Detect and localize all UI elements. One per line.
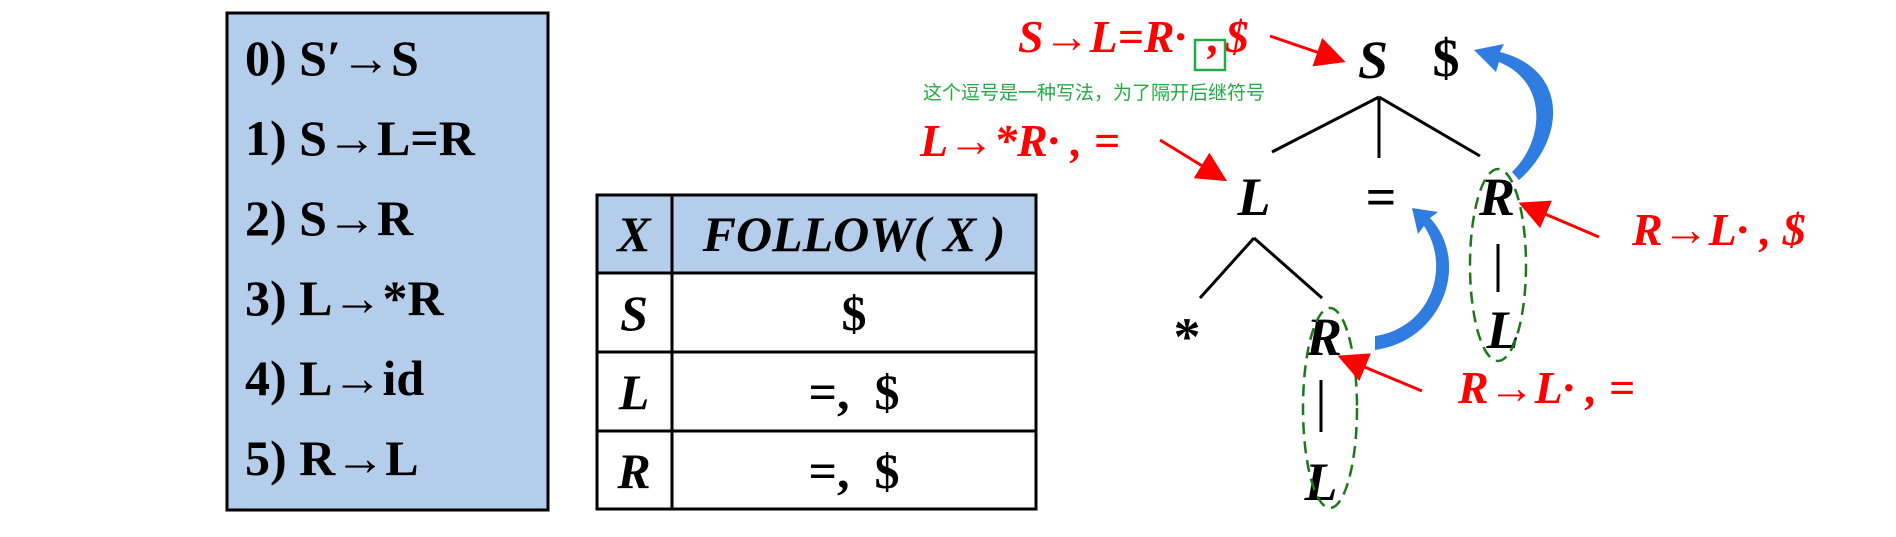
red-arrow-icon [1518, 200, 1600, 239]
row-follow: $ [842, 285, 867, 341]
follow-table: X FOLLOW( X ) S $ L =, $ R =, $ [595, 193, 1038, 511]
handle-ellipse-right [1468, 167, 1528, 363]
tree-root-s: S [1358, 30, 1388, 90]
parse-tree [1198, 95, 1500, 432]
tree-node-equals: = [1366, 167, 1397, 227]
production-5: 5) R→L [245, 430, 419, 486]
production-2: 2) S→R [245, 190, 414, 246]
blue-arrow-icon [1375, 208, 1450, 350]
tree-node-l-right: L [1486, 300, 1520, 360]
grammar-box: 0) S′→S 1) S→L=R 2) S→R 3) L→*R 4) L→id … [225, 11, 550, 512]
row-symbol: S [620, 285, 648, 341]
item-r-l-equals: R→L· , = [1457, 362, 1635, 413]
tree-node-star: * [1174, 307, 1201, 367]
header-follow: FOLLOW( X ) [702, 206, 1006, 262]
production-4: 4) L→id [245, 350, 424, 406]
item-l-star-r: L→*R· , = [919, 115, 1120, 166]
row-follow: =, $ [809, 443, 900, 499]
comma-note: 这个逗号是一种写法，为了隔开后继符号 [923, 82, 1265, 104]
comma-highlight-box [1193, 38, 1227, 72]
production-0: 0) S′→S [245, 30, 419, 86]
tree-root-dollar: $ [1433, 28, 1460, 88]
red-arrow-icon [1337, 353, 1423, 393]
production-3: 3) L→*R [245, 270, 445, 326]
item-r-l-dollar: R→L· , $ [1631, 204, 1806, 255]
tree-node-l: L [1237, 167, 1271, 227]
handle-ellipse-left [1301, 306, 1359, 510]
blue-arrow-icon [1474, 44, 1554, 180]
red-arrow-icon [1269, 34, 1346, 67]
row-symbol: R [616, 443, 650, 499]
row-follow: =, $ [809, 364, 900, 420]
row-symbol: L [618, 364, 650, 420]
header-x: X [615, 206, 652, 262]
red-arrow-icon [1159, 138, 1228, 182]
item-s-l-eq-r: S→L=R·,$ [1018, 11, 1249, 62]
production-1: 1) S→L=R [245, 110, 476, 166]
